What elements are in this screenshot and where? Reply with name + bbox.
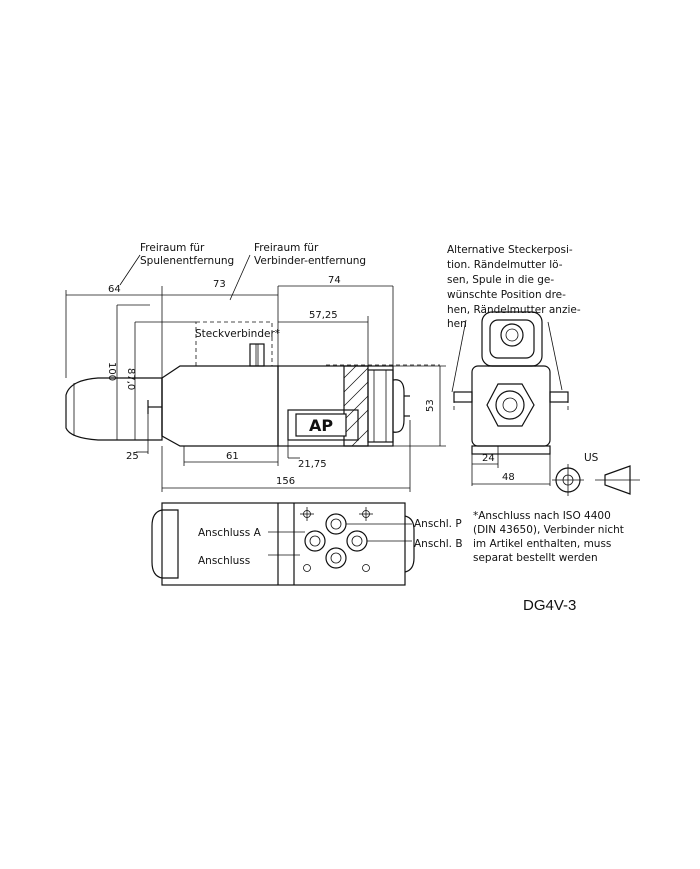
dim-64: 64	[108, 284, 121, 295]
solenoid-body	[147, 365, 279, 447]
coil-cap-outline	[65, 377, 163, 441]
iso-note-line2: (DIN 43650), Verbinder nicht	[473, 524, 624, 536]
brand-label: AP	[309, 416, 333, 435]
alt-note-line3: sen, Spule in die ge-	[447, 274, 554, 286]
iso-note-line3: im Artikel enthalten, muss	[473, 538, 611, 550]
port-p-label: Anschl. P	[414, 518, 462, 530]
connector-label: Steckverbinder*	[195, 328, 280, 340]
dim-61: 61	[226, 451, 239, 462]
alt-note-line1: Alternative Steckerposi-	[447, 244, 573, 256]
free-space-connector-line2: Verbinder-entfernung	[254, 255, 366, 267]
dim-48: 48	[502, 472, 515, 483]
alt-note-line4: wünschte Position dre-	[447, 289, 566, 301]
dim-156: 156	[276, 476, 295, 487]
dim-73: 73	[213, 279, 226, 290]
dim-53: 53	[425, 399, 436, 412]
alternative-note: Alternative Steckerposi- tion. Rändelmut…	[447, 244, 581, 330]
brand-logo: AP	[295, 413, 347, 437]
free-space-coil-line2: Spulenentfernung	[140, 255, 234, 267]
valve-body	[277, 365, 394, 447]
free-space-connector-line1: Freiraum für	[254, 242, 319, 254]
iso-note-line1: *Anschluss nach ISO 4400	[473, 510, 611, 522]
us-label: US	[584, 452, 599, 464]
dimension-lines	[65, 254, 446, 492]
end-nut	[392, 379, 410, 433]
top-view	[151, 502, 415, 586]
dim-57-25: 57,25	[309, 310, 338, 321]
dim-25: 25	[126, 451, 139, 462]
end-view	[451, 311, 569, 486]
alt-note-line5: hen, Rändelmutter anzie-	[447, 304, 581, 316]
dim-100: 100	[106, 362, 117, 381]
port-t-label: Anschluss	[198, 555, 250, 567]
dim-21-75: 21,75	[298, 459, 327, 470]
iso-note: *Anschluss nach ISO 4400 (DIN 43650), Ve…	[473, 510, 624, 564]
free-space-coil-line1: Freiraum für	[140, 242, 205, 254]
iso-note-line4: separat bestellt werden	[473, 552, 598, 564]
port-b-label: Anschl. B	[414, 538, 463, 550]
dim-24: 24	[482, 453, 495, 464]
dim-74: 74	[328, 275, 341, 286]
port-a-label: Anschluss A	[198, 527, 262, 539]
dim-87-0: 87,0	[125, 368, 136, 390]
connector-housing	[195, 321, 273, 367]
us-symbols: US	[552, 452, 640, 496]
alt-note-line2: tion. Rändelmutter lö-	[447, 259, 563, 271]
alt-note-line6: hen	[447, 318, 467, 330]
model-label: DG4V-3	[523, 597, 576, 614]
